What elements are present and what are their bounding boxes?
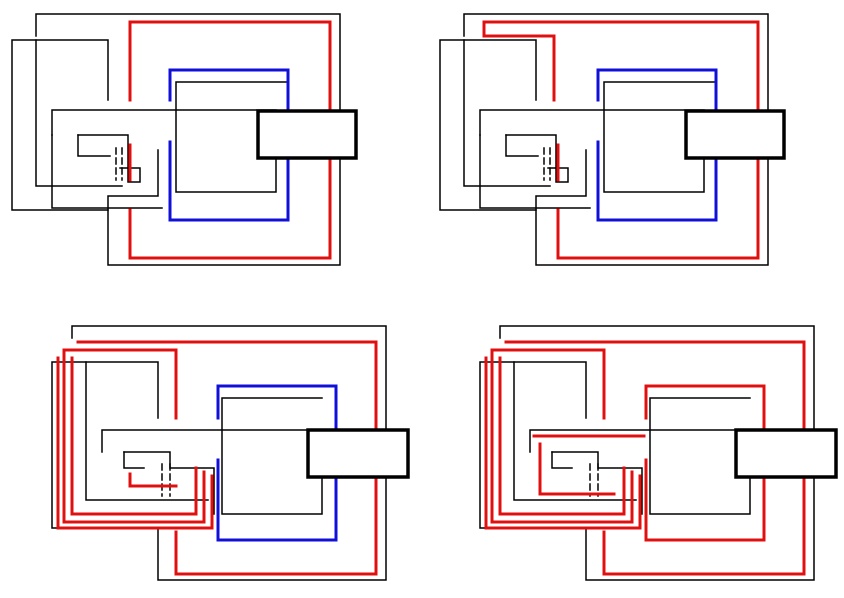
center-black-loop <box>51 81 289 193</box>
panel-4-svg <box>479 325 838 581</box>
outer-black-loop <box>51 325 387 581</box>
black-strands <box>51 325 387 581</box>
diagram-panel-4 <box>474 318 844 588</box>
black-inner-short <box>551 451 573 469</box>
black-inner-hook <box>77 134 141 183</box>
panel-3-svg <box>51 325 410 581</box>
black-cross-left <box>107 149 159 211</box>
red-loop-2 <box>490 348 606 420</box>
panel-2-svg <box>439 13 786 266</box>
red-inner-hook <box>128 472 178 488</box>
diagram-panel-1 <box>0 0 380 280</box>
red-top-loop <box>482 34 556 102</box>
black-strands <box>11 13 341 266</box>
center-black-loop <box>101 397 323 515</box>
center-black-loop <box>479 81 717 193</box>
black-inner-hook <box>123 451 215 515</box>
black-cross-left <box>535 149 587 211</box>
red-loop-2 <box>62 348 178 420</box>
black-strands <box>479 325 815 581</box>
red-loop-4 <box>490 348 634 524</box>
red-loop-5 <box>56 356 214 530</box>
inner-black-loop <box>35 39 123 187</box>
inner-black-loop <box>513 361 637 501</box>
outer-black-loop <box>439 13 769 266</box>
panel-1-svg <box>11 13 358 266</box>
coupon-box <box>684 109 786 160</box>
black-strands <box>439 13 769 266</box>
black-inner-short <box>123 451 145 469</box>
black-left-drop <box>51 134 163 209</box>
red-outer-loop <box>76 340 378 576</box>
diagram-panel-2 <box>428 0 808 280</box>
diagram-panel-3 <box>46 318 426 588</box>
red-loop-5 <box>484 356 642 530</box>
outer-black-loop <box>479 325 815 581</box>
black-inner-hook <box>551 451 643 515</box>
coupon-box <box>306 428 410 479</box>
red-strands <box>56 340 378 576</box>
black-inner-short <box>505 134 539 157</box>
center-black-loop <box>529 397 751 515</box>
black-left-drop <box>479 134 591 209</box>
red-loop-3 <box>70 356 198 516</box>
red-inner-bar-2 <box>538 442 616 496</box>
black-inner-hook <box>505 134 569 183</box>
outer-black-loop <box>11 13 341 266</box>
inner-black-loop <box>463 39 551 187</box>
red-loop-4 <box>62 348 206 524</box>
black-inner-short <box>77 134 111 157</box>
red-outer-loop <box>504 340 806 576</box>
coupon-box <box>734 428 838 479</box>
coupon-box <box>256 109 358 160</box>
red-loop-3 <box>498 356 626 516</box>
inner-black-loop <box>85 361 209 501</box>
